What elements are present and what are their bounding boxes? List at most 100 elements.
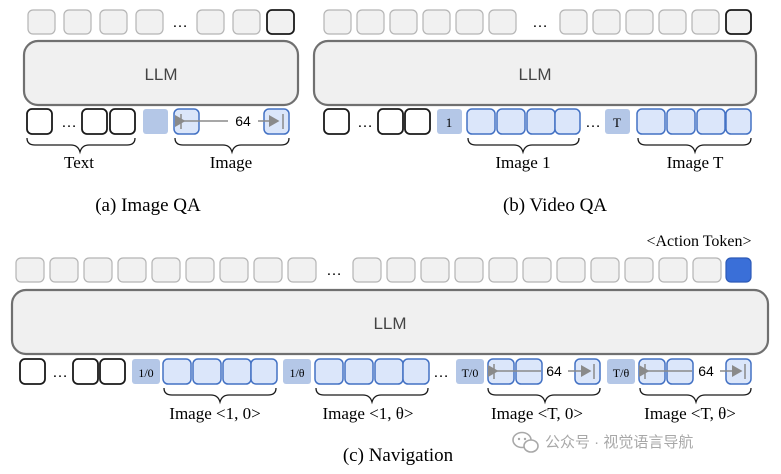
input-tokens-b: … 1 … T xyxy=(323,108,752,135)
panel-image-qa: … LLM … 64 Text Image (a) Image QA xyxy=(22,9,300,216)
separator-token xyxy=(143,109,168,134)
output-token xyxy=(219,257,249,283)
view-tag xyxy=(607,359,635,384)
input-tokens-a: … 64 xyxy=(26,108,290,135)
output-token xyxy=(658,257,688,283)
image-brace xyxy=(163,387,277,405)
watermark: 公众号 · 视觉语言导航 xyxy=(512,431,693,453)
text-token xyxy=(377,108,404,135)
count-label: 64 xyxy=(235,113,251,129)
ellipsis: … xyxy=(433,364,449,381)
image-brace xyxy=(487,387,601,405)
image-token xyxy=(344,358,374,385)
image-label: Image <T, 0> xyxy=(491,404,583,423)
text-token xyxy=(323,108,350,135)
view-tag xyxy=(132,359,160,384)
image-token xyxy=(466,108,496,135)
image-brace xyxy=(174,137,290,155)
llm-label: LLM xyxy=(373,314,406,333)
output-token xyxy=(488,257,518,283)
output-token xyxy=(556,257,586,283)
output-token xyxy=(117,257,147,283)
text-token xyxy=(109,108,136,135)
output-token xyxy=(15,257,45,283)
output-token xyxy=(592,9,621,35)
output-token xyxy=(658,9,687,35)
output-token xyxy=(356,9,385,35)
frame-tag xyxy=(437,109,462,134)
output-token xyxy=(323,9,352,35)
ellipsis: … xyxy=(52,364,68,381)
image-token xyxy=(496,108,526,135)
output-token xyxy=(455,9,484,35)
output-token xyxy=(625,9,654,35)
output-tokens-c: … xyxy=(15,257,752,283)
output-token xyxy=(420,257,450,283)
wechat-icon xyxy=(512,431,539,453)
image-brace xyxy=(639,387,752,405)
image-token xyxy=(222,358,252,385)
frame-tag-label: 1 xyxy=(446,115,453,130)
output-token xyxy=(253,257,283,283)
image-brace xyxy=(315,387,429,405)
output-token xyxy=(151,257,181,283)
text-token xyxy=(99,358,126,385)
view-tag xyxy=(456,359,484,384)
image-label: Image T xyxy=(667,153,724,172)
text-label: Text xyxy=(64,153,94,172)
image-token xyxy=(314,358,344,385)
image-token xyxy=(696,108,726,135)
output-token-last xyxy=(266,9,295,35)
count-label: 64 xyxy=(698,363,714,379)
image-token xyxy=(666,108,696,135)
text-token xyxy=(26,108,53,135)
view-tag xyxy=(283,359,311,384)
text-brace xyxy=(26,137,136,155)
output-token xyxy=(389,9,418,35)
output-token xyxy=(386,257,416,283)
image-label: Image <1, 0> xyxy=(169,404,260,423)
panel-caption: (c) Navigation xyxy=(343,445,454,466)
image-token xyxy=(162,358,192,385)
llm-label: LLM xyxy=(518,65,551,84)
input-tokens-c: … 1/0 1/θ … T/0 64 xyxy=(19,358,752,385)
ellipsis: … xyxy=(61,114,77,131)
output-token xyxy=(559,9,588,35)
view-tag-label: 1/θ xyxy=(289,366,304,380)
output-token xyxy=(49,257,79,283)
image-label: Image xyxy=(210,153,252,172)
ellipsis: … xyxy=(585,114,601,131)
text-token xyxy=(19,358,46,385)
output-token xyxy=(63,9,92,35)
image-label: Image <1, θ> xyxy=(322,404,413,423)
output-token xyxy=(27,9,56,35)
output-token xyxy=(287,257,317,283)
image-token xyxy=(554,108,581,135)
view-tag-label: T/θ xyxy=(613,366,630,380)
llm-block xyxy=(22,39,300,107)
count-label: 64 xyxy=(546,363,562,379)
image-token xyxy=(725,108,752,135)
image-brace xyxy=(637,137,752,155)
output-token xyxy=(422,9,451,35)
panel-video-qa: … LLM … 1 … T xyxy=(312,9,758,216)
panel-caption: (a) Image QA xyxy=(95,195,201,216)
output-token xyxy=(232,9,261,35)
output-token xyxy=(135,9,164,35)
output-token-last xyxy=(725,9,752,35)
panel-caption: (b) Video QA xyxy=(503,195,607,216)
image-token xyxy=(192,358,222,385)
ellipsis: … xyxy=(532,14,548,31)
panel-navigation: <Action Token> … LLM xyxy=(10,233,770,466)
frame-tag-label: T xyxy=(613,115,621,130)
output-token xyxy=(692,257,722,283)
output-token xyxy=(196,9,225,35)
watermark-text: 公众号 · 视觉语言导航 xyxy=(545,434,693,451)
output-token xyxy=(691,9,720,35)
output-tokens-a: … xyxy=(27,9,295,35)
output-tokens-b: … xyxy=(323,9,752,35)
output-token xyxy=(590,257,620,283)
text-token xyxy=(404,108,431,135)
image-token xyxy=(636,108,666,135)
